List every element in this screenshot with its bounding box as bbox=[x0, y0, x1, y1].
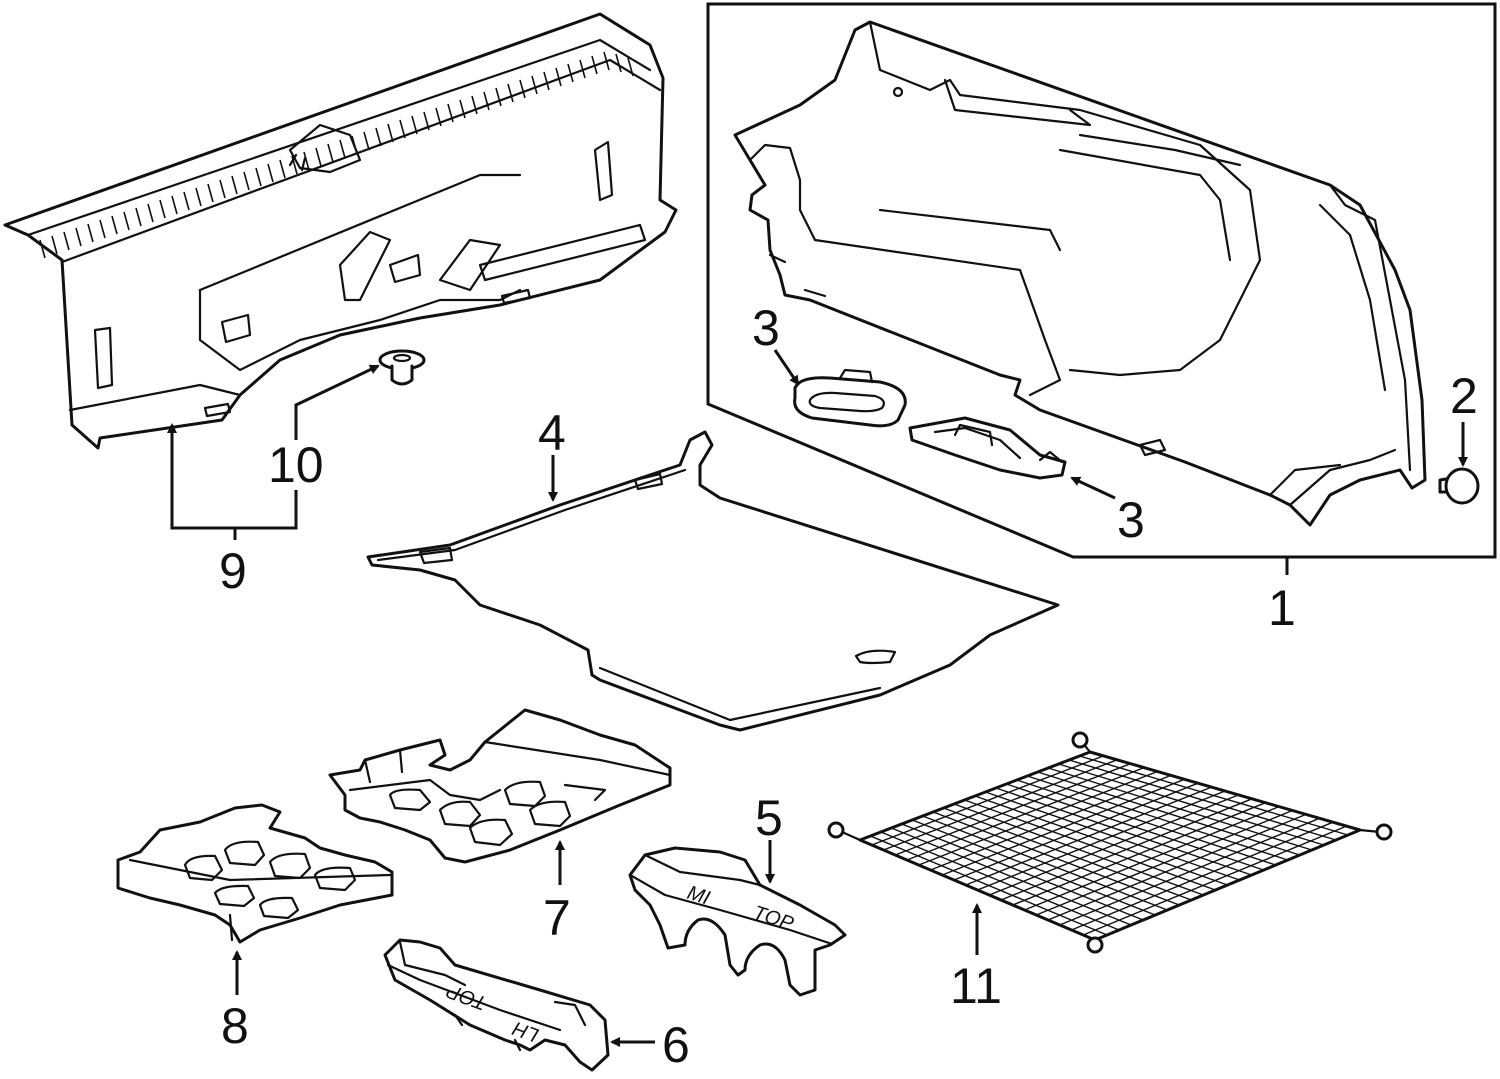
callout-8: 8 bbox=[221, 998, 249, 1054]
storage-tray bbox=[328, 708, 672, 864]
net-strand bbox=[977, 790, 1226, 891]
net-strand bbox=[1000, 798, 1253, 901]
assembly-box bbox=[706, 2, 1497, 559]
net-strand bbox=[1082, 825, 1347, 936]
cargo-net bbox=[827, 731, 1393, 954]
push-pin bbox=[1438, 467, 1480, 505]
net-strand bbox=[965, 786, 1212, 886]
net-strand bbox=[871, 755, 1104, 846]
net-strand bbox=[1059, 817, 1320, 926]
callout-11: 11 bbox=[950, 958, 1002, 1014]
net-strand bbox=[894, 763, 1131, 856]
net-strand bbox=[1012, 802, 1266, 906]
net-mesh bbox=[870, 755, 1349, 936]
leader-9 bbox=[167, 423, 235, 530]
ribbed-surface bbox=[39, 51, 634, 259]
net-strand bbox=[883, 759, 1118, 851]
net-strand bbox=[941, 778, 1185, 876]
leader-9-link bbox=[235, 490, 298, 530]
lower-support-bracket: TOP LH bbox=[383, 938, 610, 1072]
quarter-trim-panel bbox=[733, 20, 1427, 527]
net-strand bbox=[988, 794, 1239, 896]
callout-3-upper: 3 bbox=[752, 300, 780, 356]
side-storage-tray bbox=[116, 803, 394, 944]
retainer-clip bbox=[378, 349, 426, 386]
net-strand bbox=[1047, 813, 1307, 921]
callout-6: 6 bbox=[662, 1017, 690, 1073]
net-strand bbox=[1024, 805, 1280, 911]
leader-3a bbox=[773, 349, 800, 386]
callout-4: 4 bbox=[538, 405, 566, 461]
callout-1: 1 bbox=[1268, 580, 1296, 636]
callout-9: 9 bbox=[219, 543, 247, 599]
net-strand bbox=[1071, 821, 1334, 931]
callout-7: 7 bbox=[543, 890, 571, 946]
net-strand bbox=[918, 770, 1158, 866]
leader-10 bbox=[294, 364, 380, 440]
net-strand bbox=[1035, 809, 1293, 916]
callout-3-lower: 3 bbox=[1117, 492, 1145, 548]
net-strand bbox=[906, 766, 1145, 861]
rear-compartment-trim-panel bbox=[3, 12, 678, 450]
callout-10: 10 bbox=[268, 437, 324, 493]
callout-5: 5 bbox=[755, 790, 783, 846]
trim-insert-lower bbox=[908, 416, 1067, 480]
rear-support-bracket: MI TOP bbox=[628, 846, 847, 997]
callout-2: 2 bbox=[1450, 368, 1478, 424]
trim-insert-upper bbox=[793, 368, 907, 428]
trunk-floor-mat bbox=[366, 430, 1060, 732]
net-strand bbox=[953, 782, 1199, 881]
net-strand bbox=[930, 774, 1172, 871]
leader-3b bbox=[1070, 476, 1116, 500]
